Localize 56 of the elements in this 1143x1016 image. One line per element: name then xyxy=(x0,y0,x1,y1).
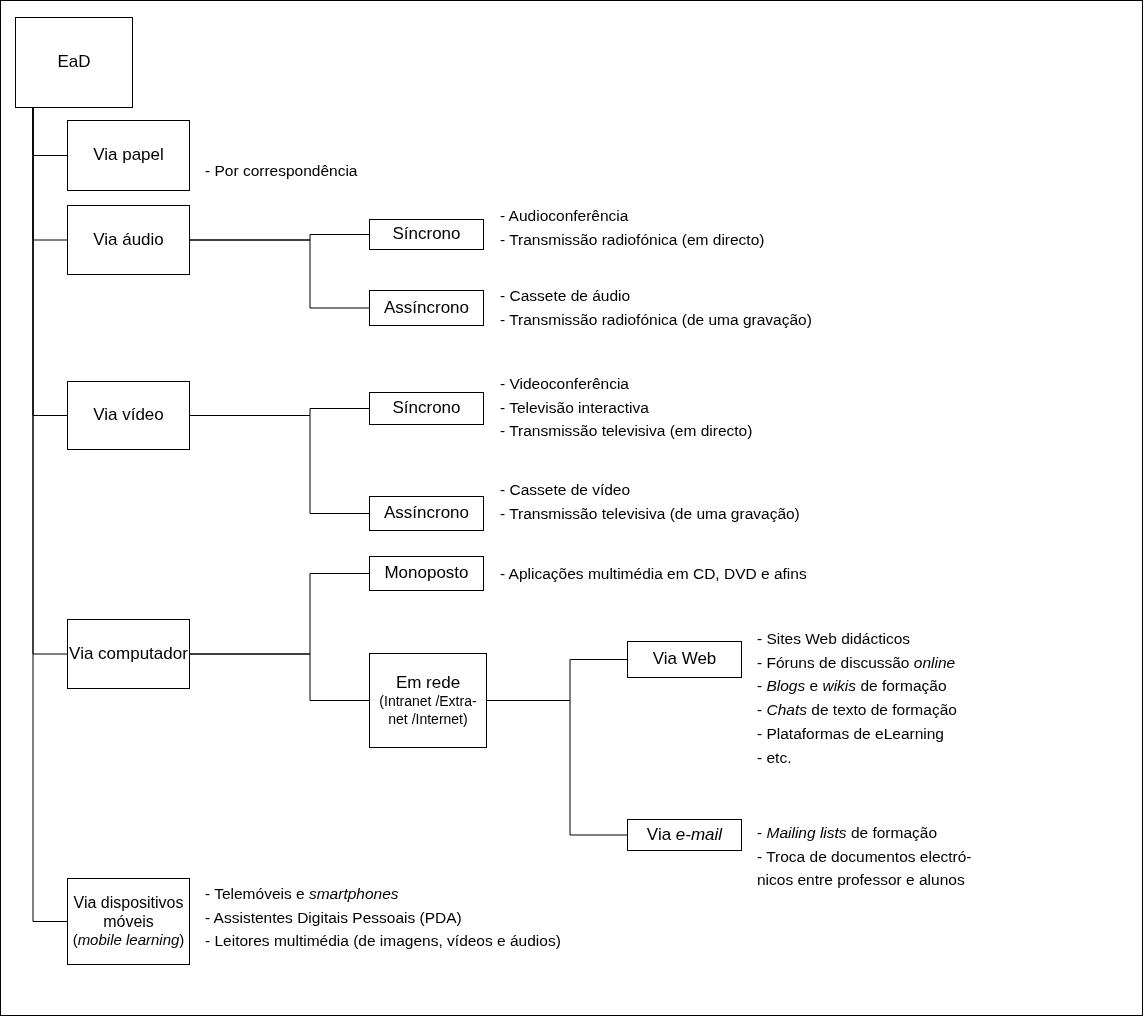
list-item: - Cassete de áudio xyxy=(500,286,632,306)
node-label: Assíncrono xyxy=(383,503,469,524)
node-label: Via e-mail xyxy=(646,824,723,846)
node-label: Via vídeo xyxy=(93,405,164,426)
category-box xyxy=(369,653,487,748)
tree-connector xyxy=(189,653,370,701)
list-item: - Por correspondência xyxy=(205,161,358,181)
list-item: - Audioconferência xyxy=(500,206,630,226)
category-box xyxy=(67,381,190,450)
node-label: Via Web xyxy=(652,649,717,670)
list-item: - Mailing lists de formação xyxy=(757,823,939,843)
category-box xyxy=(627,641,742,678)
category-box xyxy=(369,392,484,425)
node-subtitle: (mobile learning) xyxy=(72,931,185,951)
node-label: Via áudio xyxy=(93,229,164,251)
list-item: - Assistentes Digitais Pessoais (PDA) xyxy=(205,907,463,928)
list-item: - Cassete de vídeo xyxy=(500,480,632,500)
category-box xyxy=(369,290,484,326)
node-label: Síncrono xyxy=(392,224,461,245)
list-item: - Telemóveis e smartphones xyxy=(205,884,400,904)
category-box xyxy=(369,496,484,531)
category-box xyxy=(67,205,190,275)
node-subtitle: (Intranet /Extra-net /Internet) xyxy=(378,693,478,729)
list-item: - Fóruns de discussão online xyxy=(757,652,957,673)
list-item: - Transmissão televisiva (de uma gravação) xyxy=(500,503,800,524)
category-box xyxy=(67,619,190,689)
node-label: Via papel xyxy=(93,145,164,166)
list-item: - Leitores multimédia (de imagens, vídeos e áudios) xyxy=(205,931,561,952)
category-box xyxy=(67,120,190,191)
list-item: - Transmissão televisiva (em directo) xyxy=(500,421,753,442)
node-label: EaD xyxy=(57,52,91,73)
tree-connector xyxy=(189,239,370,309)
list-item: - Chats de texto de formação xyxy=(757,700,957,721)
category-box xyxy=(67,878,190,965)
list-item: - Plataformas de eLearning xyxy=(757,723,945,744)
node-label: Em rede xyxy=(395,672,461,694)
tree-connector xyxy=(189,415,370,514)
list-item: - Transmissão radiofónica (de uma gravação) xyxy=(500,309,812,330)
category-box xyxy=(369,219,484,250)
list-item: - Blogs e wikis de formação xyxy=(757,676,948,697)
list-item: - etc. xyxy=(757,747,793,768)
node-label: Assíncrono xyxy=(383,297,469,319)
list-item: - Troca de documentos electró-nicos entre professor e alunos xyxy=(757,846,973,891)
list-item: - Televisão interactiva xyxy=(500,397,650,418)
node-label: Via dispositivos móveis xyxy=(72,892,185,932)
list-item: - Transmissão radiofónica (em directo) xyxy=(500,229,765,250)
node-label: Via computador xyxy=(69,643,188,665)
node-label: Síncrono xyxy=(392,398,461,419)
node-label: Monoposto xyxy=(384,563,469,584)
category-box xyxy=(369,556,484,591)
list-item: - Aplicações multimédia em CD, DVD e afins xyxy=(500,564,807,584)
category-box xyxy=(627,819,742,851)
list-item: - Videoconferência xyxy=(500,374,630,394)
category-box xyxy=(15,17,133,108)
list-item: - Sites Web didácticos xyxy=(757,629,912,649)
tree-connector xyxy=(32,107,68,922)
